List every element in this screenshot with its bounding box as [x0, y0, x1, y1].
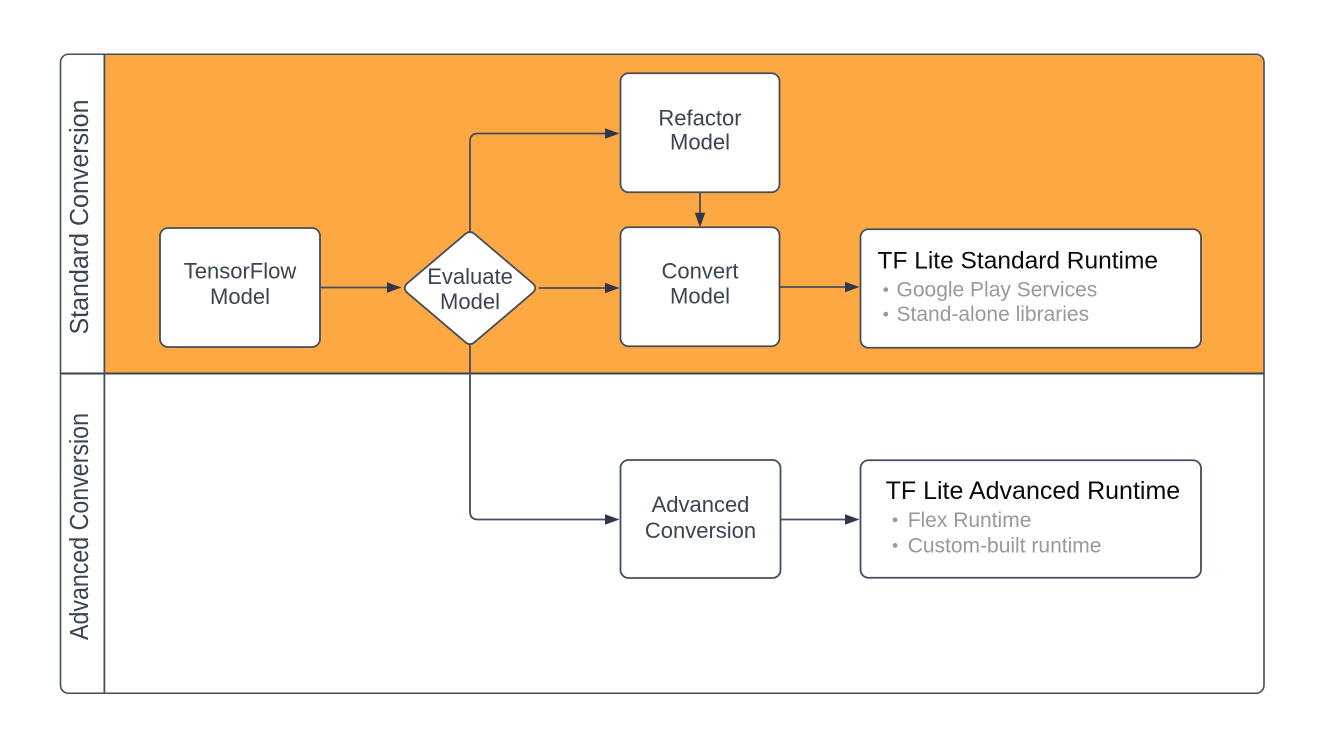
svg-text:Model: Model: [670, 130, 730, 155]
svg-text:Advanced Conversion: Advanced Conversion: [64, 413, 94, 640]
svg-text:Conversion: Conversion: [645, 518, 756, 543]
svg-text:Custom-built runtime: Custom-built runtime: [908, 534, 1102, 557]
svg-text:Standard Conversion: Standard Conversion: [64, 100, 94, 335]
svg-text:Flex Runtime: Flex Runtime: [908, 509, 1032, 532]
svg-text:Stand-alone libraries: Stand-alone libraries: [897, 303, 1090, 326]
svg-text:Model: Model: [210, 284, 270, 309]
svg-text:Refactor: Refactor: [658, 106, 741, 131]
svg-text:Model: Model: [440, 289, 500, 314]
svg-text:Evaluate: Evaluate: [427, 264, 513, 289]
svg-text:Convert: Convert: [661, 259, 738, 284]
svg-text:TF Lite Standard Runtime: TF Lite Standard Runtime: [878, 248, 1159, 275]
svg-text:TensorFlow: TensorFlow: [184, 259, 297, 284]
svg-text:Advanced: Advanced: [652, 492, 750, 517]
svg-text:Model: Model: [670, 284, 730, 309]
svg-text:Google Play Services: Google Play Services: [897, 279, 1098, 302]
svg-text:TF Lite Advanced Runtime: TF Lite Advanced Runtime: [886, 477, 1181, 505]
